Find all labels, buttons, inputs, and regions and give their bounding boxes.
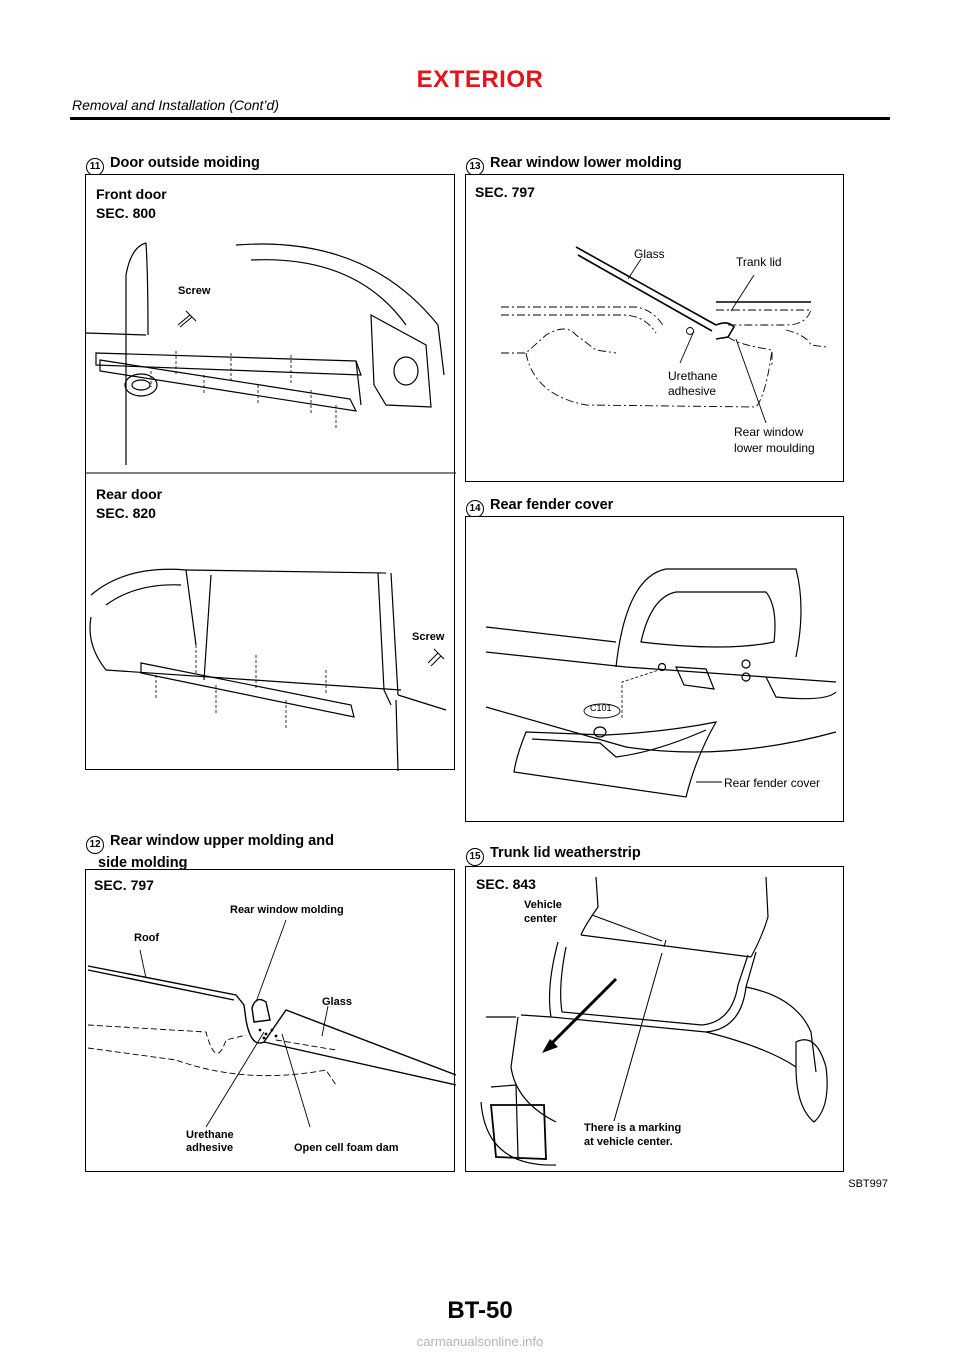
- watermark[interactable]: carmanualsonline.info: [416, 1334, 544, 1349]
- rear-fender-cover-label: Rear fender cover: [724, 776, 821, 790]
- marking-note-line2: at vehicle center.: [584, 1136, 673, 1148]
- page-number: BT-50: [447, 1297, 513, 1324]
- rear-window-lower-molding-figure: SEC. 797 Glass Trank lid Urethane adhesi…: [465, 174, 844, 482]
- section-12-title-line1: Rear window upper molding and: [110, 833, 334, 849]
- rear-window-upper-molding-figure: SEC. 797 Rear window molding Roof Glass …: [85, 869, 456, 1172]
- page-header-subtitle: Removal and Installation (Cont’d): [72, 97, 279, 113]
- urethane-label-line2: adhesive: [186, 1142, 234, 1154]
- rear-window-lower-drawing: [501, 246, 827, 424]
- trunk-lid-weatherstrip-figure: SEC. 843 Vehicle center There is a marki…: [465, 866, 844, 1172]
- s15-sec: SEC. 843: [476, 876, 536, 892]
- front-door-sec: SEC. 800: [96, 205, 156, 221]
- rear-window-molding-label: Rear window molding: [230, 904, 344, 916]
- vehicle-center-label-line2: center: [524, 913, 558, 925]
- s13-sec: SEC. 797: [475, 184, 535, 200]
- figure-code: SBT997: [848, 1178, 888, 1190]
- rear-fender-cover-drawing: [485, 568, 837, 798]
- vehicle-center-label-line1: Vehicle: [524, 899, 562, 911]
- foam-dam-label: Open cell foam dam: [294, 1142, 399, 1154]
- urethane-label-line1: Urethane: [668, 369, 718, 383]
- marking-note-line1: There is a marking: [584, 1122, 682, 1134]
- section-11-title: Door outside moiding: [110, 155, 260, 171]
- door-molding-drawing: [86, 242, 456, 771]
- glass-label: Glass: [322, 996, 352, 1008]
- section-number-badge: 15: [466, 848, 484, 866]
- section-15-title: Trunk lid weatherstrip: [490, 845, 641, 861]
- section-13-title: Rear window lower molding: [490, 155, 682, 171]
- s12-sec: SEC. 797: [94, 877, 154, 893]
- rear-window-upper-drawing: [87, 919, 456, 1128]
- section-12-heading: 12 Rear window upper molding and side mol…: [86, 832, 334, 872]
- clip-code-label: C101: [590, 703, 612, 713]
- rear-door-title: Rear door: [96, 486, 163, 502]
- rear-door-sec: SEC. 820: [96, 505, 156, 521]
- urethane-label-line2: adhesive: [668, 384, 717, 398]
- rear-screw-label: Screw: [412, 631, 445, 643]
- header-divider: [70, 117, 890, 120]
- trunk-lid-weatherstrip-drawing: [480, 876, 828, 1166]
- section-number-badge: 12: [86, 836, 104, 854]
- urethane-label-line1: Urethane: [186, 1129, 234, 1141]
- lower-moulding-label-line1: Rear window: [734, 425, 804, 439]
- section-14-title: Rear fender cover: [490, 497, 614, 513]
- rear-fender-cover-figure: C101 Rear fender cover: [465, 516, 844, 822]
- front-door-title: Front door: [96, 186, 167, 202]
- roof-label: Roof: [134, 932, 160, 944]
- front-screw-label: Screw: [178, 285, 211, 297]
- trunk-lid-label: Trank lid: [736, 255, 782, 269]
- glass-label: Glass: [634, 247, 665, 261]
- lower-moulding-label-line2: lower moulding: [734, 441, 815, 455]
- section-12-title-line2: side molding: [98, 855, 188, 871]
- section-15-heading: 15 Trunk lid weatherstrip: [466, 844, 641, 866]
- door-molding-figure: Front door SEC. 800 Screw Rear door SEC.…: [85, 174, 456, 771]
- page-header-title: EXTERIOR: [416, 66, 544, 93]
